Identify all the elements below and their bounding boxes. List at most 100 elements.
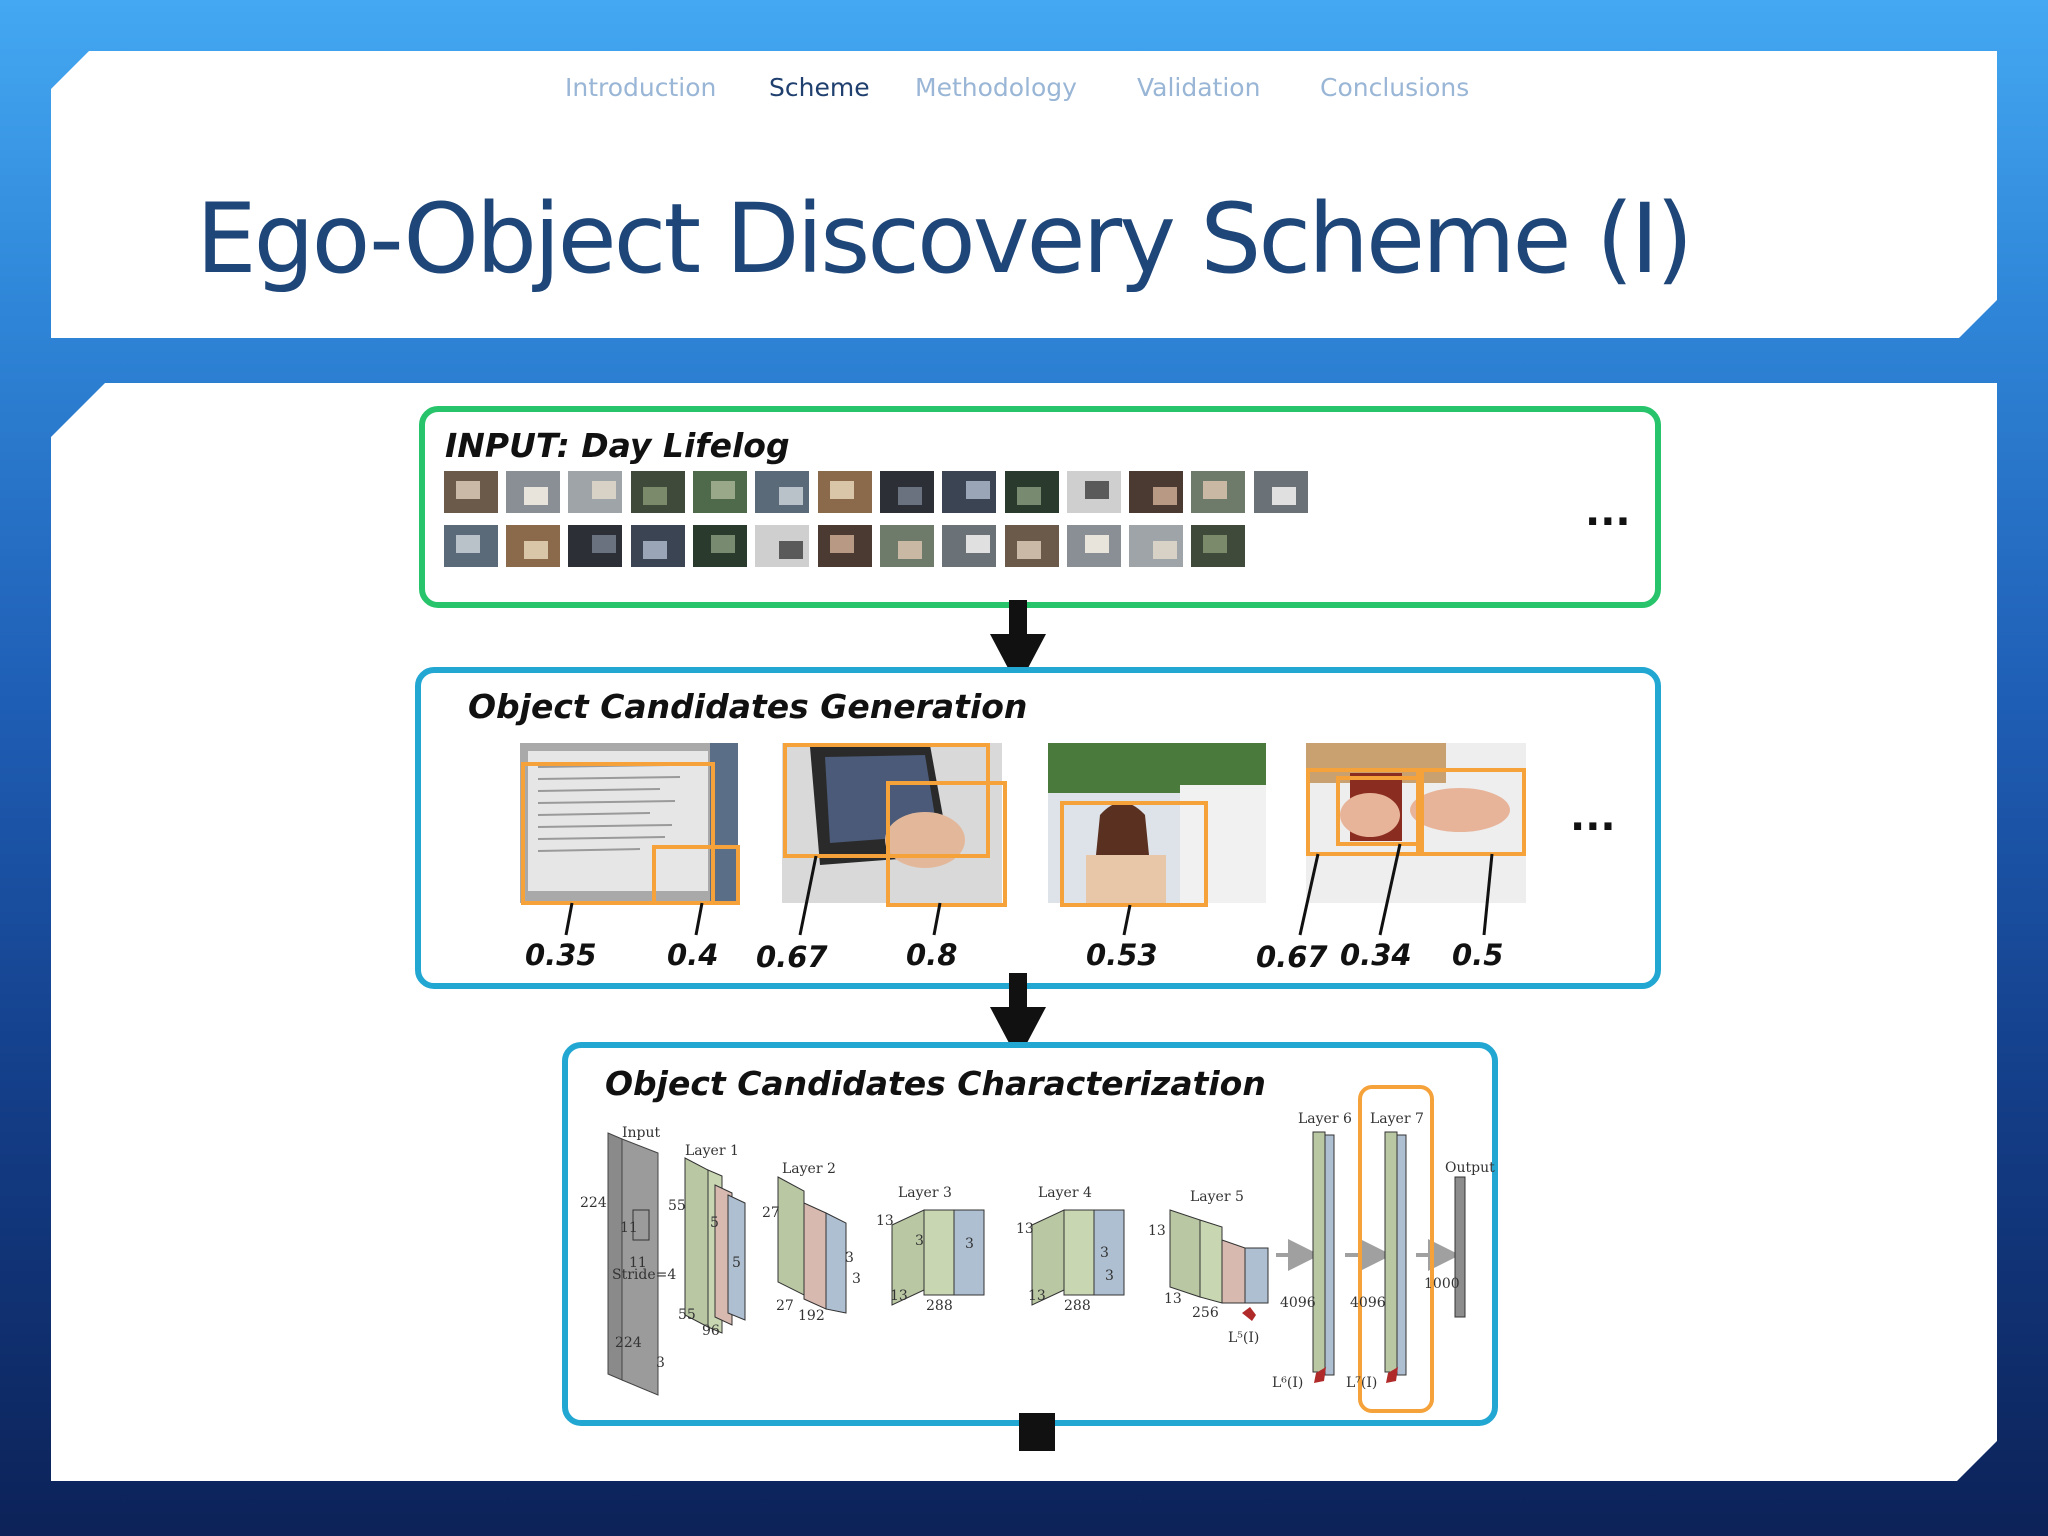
lifelog-thumbnail-detail: [524, 487, 548, 505]
characterization-box: Object Candidates Characterization: [562, 1042, 1498, 1426]
generation-box-title: Object Candidates Generation: [468, 687, 1027, 726]
cnn-dim: 288: [926, 1298, 953, 1314]
score-label: 0.5: [1452, 938, 1503, 972]
cnn-dim: 27: [776, 1298, 794, 1314]
bbox: [1060, 801, 1208, 907]
cnn-dim: 3: [852, 1271, 861, 1287]
score-label: 0.67: [756, 940, 828, 974]
cnn-dim: 13: [876, 1213, 894, 1229]
lifelog-thumbnail-detail: [1203, 481, 1227, 499]
score-label: 0.35: [525, 938, 597, 972]
cnn-dim: Stride=4: [612, 1267, 676, 1283]
lifelog-thumbnail-detail: [966, 535, 990, 553]
lifelog-thumbnail-detail: [643, 487, 667, 505]
lifelog-thumbnail-detail: [779, 541, 803, 559]
lifelog-thumbnail-detail: [1153, 487, 1177, 505]
lifelog-thumbnail-detail: [830, 535, 854, 553]
down-arrow-1: [990, 600, 1046, 687]
nav-scheme[interactable]: Scheme: [769, 73, 870, 102]
cnn-label: Layer 3: [898, 1185, 952, 1201]
generation-ellipsis: ...: [1570, 794, 1616, 840]
bbox: [521, 762, 715, 905]
section-nav: Introduction Scheme Methodology Validati…: [0, 73, 2048, 113]
feature-label-l5: L⁵(I): [1228, 1330, 1259, 1346]
pipeline-diagram: INPUT: Day Lifelog ... Object Candidates…: [415, 406, 1661, 1451]
down-arrow-2: [990, 973, 1046, 1060]
candidate-photo-document: [520, 743, 740, 905]
bbox: [1420, 768, 1526, 856]
cnn-label: Output: [1445, 1160, 1495, 1176]
nav-conclusions[interactable]: Conclusions: [1320, 73, 1470, 102]
input-box: INPUT: Day Lifelog ...: [419, 406, 1661, 608]
lifelog-thumbnail-detail: [643, 541, 667, 559]
cnn-dim: 13: [1148, 1223, 1166, 1239]
bbox: [652, 845, 740, 905]
cnn-dim: 96: [702, 1323, 720, 1339]
score-label: 0.4: [667, 938, 718, 972]
characterization-box-title: Object Candidates Characterization: [605, 1064, 1266, 1103]
lifelog-thumbnail-detail: [711, 481, 735, 499]
cnn-label: Layer 6: [1298, 1111, 1352, 1127]
bbox: [1306, 768, 1420, 856]
cnn-dim: 55: [668, 1198, 686, 1214]
score-label: 0.53: [1086, 938, 1158, 972]
bbox: [886, 781, 1007, 907]
nav-methodology[interactable]: Methodology: [915, 73, 1077, 102]
cnn-dim: 4096: [1350, 1295, 1386, 1311]
cnn-dim: 11: [629, 1255, 647, 1271]
cnn-dim: 3: [915, 1233, 924, 1249]
continue-arrow-stub: [1019, 1413, 1055, 1451]
cnn-dim: 13: [1016, 1221, 1034, 1237]
lifelog-thumbnail-detail: [1272, 487, 1296, 505]
cnn-dim: 224: [615, 1335, 642, 1351]
score-label: 0.8: [906, 938, 957, 972]
score-pointers: [564, 843, 1494, 936]
cnn-dim: 3: [1100, 1245, 1109, 1261]
cnn-label: Layer 2: [782, 1161, 836, 1177]
lifelog-thumbnails: [444, 471, 1308, 567]
nav-validation[interactable]: Validation: [1137, 73, 1261, 102]
cnn-dim: 13: [1164, 1291, 1182, 1307]
cnn-dim: 13: [1028, 1288, 1046, 1304]
lifelog-thumbnail-detail: [524, 541, 548, 559]
feature-label-l7: L⁷(I): [1346, 1375, 1377, 1391]
lifelog-thumbnail-detail: [966, 481, 990, 499]
lifelog-thumbnail-detail: [592, 535, 616, 553]
lifelog-thumbnail-detail: [1085, 535, 1109, 553]
cnn-dim: 256: [1192, 1305, 1219, 1321]
lifelog-thumbnail-detail: [711, 535, 735, 553]
cnn-dim: 288: [1064, 1298, 1091, 1314]
score-label: 0.67: [1256, 940, 1328, 974]
candidate-photo-cup: [1306, 743, 1526, 903]
cnn-label: Layer 7: [1370, 1111, 1424, 1127]
lifelog-thumbnail-detail: [1017, 487, 1041, 505]
cnn-dim: 27: [762, 1205, 780, 1221]
lifelog-thumbnail-detail: [1085, 481, 1109, 499]
cnn-dim: 5: [732, 1255, 741, 1271]
cnn-dim: 3: [656, 1355, 665, 1371]
generation-box: Object Candidates Generation: [415, 667, 1661, 989]
cnn-label: Input: [622, 1125, 661, 1141]
cnn-dim: 11: [620, 1220, 638, 1236]
cnn-dim: 3: [845, 1250, 854, 1266]
score-label: 0.34: [1340, 938, 1412, 972]
input-ellipsis: ...: [1585, 489, 1631, 535]
cnn-architecture: Input Layer 1 Layer 2 Layer 3 Layer 4 La…: [580, 1085, 1495, 1413]
cnn-label: Layer 4: [1038, 1185, 1092, 1201]
candidate-photo-laptop: [782, 743, 1007, 907]
lifelog-thumbnail-detail: [592, 481, 616, 499]
cnn-dim: 13: [890, 1288, 908, 1304]
cnn-dim: 224: [580, 1195, 607, 1211]
cnn-dim: 55: [678, 1307, 696, 1323]
feature-label-l6: L⁶(I): [1272, 1375, 1303, 1391]
lifelog-thumbnail-detail: [1017, 541, 1041, 559]
cnn-dim: 5: [710, 1215, 719, 1231]
lifelog-thumbnail-detail: [898, 541, 922, 559]
cnn-dim: 3: [965, 1236, 974, 1252]
lifelog-thumbnail-detail: [1153, 541, 1177, 559]
cnn-label: Layer 1: [685, 1143, 739, 1159]
cnn-dim: 4096: [1280, 1295, 1316, 1311]
nav-introduction[interactable]: Introduction: [565, 73, 717, 102]
cnn-label: Layer 5: [1190, 1189, 1244, 1205]
cnn-dim: 192: [798, 1308, 825, 1324]
